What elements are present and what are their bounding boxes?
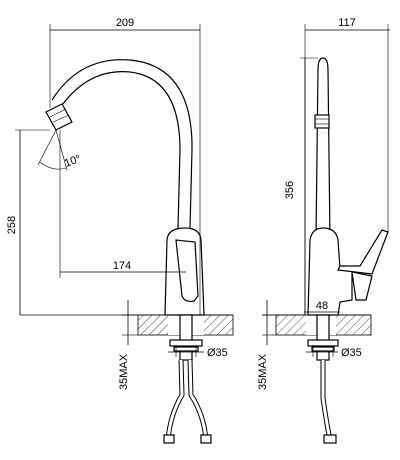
front-lever-handle bbox=[175, 239, 199, 303]
dim-hole-side: Ø35 bbox=[341, 347, 362, 359]
dim-total-height: 356 bbox=[284, 181, 296, 199]
side-shank bbox=[316, 314, 330, 361]
dim-reach: 174 bbox=[113, 260, 131, 272]
side-hose-nut bbox=[323, 434, 337, 444]
dim-max-thickness-side: 35MAX bbox=[257, 353, 269, 390]
side-view: 117 356 48 Ø35 35MAX bbox=[257, 17, 390, 444]
dim-hole-front: Ø35 bbox=[207, 347, 228, 359]
front-aerator bbox=[45, 103, 73, 131]
front-spout-outer bbox=[59, 71, 181, 229]
front-hose-nut-left bbox=[163, 434, 175, 444]
side-aerator bbox=[314, 114, 330, 129]
front-view: 209 258 174 10° Ø35 35MAX bbox=[6, 17, 234, 444]
side-lever-handle bbox=[337, 229, 389, 275]
side-faucet-body bbox=[307, 227, 353, 316]
dim-side-width: 117 bbox=[338, 17, 356, 29]
dim-max-thickness-front: 35MAX bbox=[118, 353, 130, 390]
dim-spout-height: 258 bbox=[6, 216, 18, 234]
front-hose-nut-right bbox=[200, 434, 212, 444]
side-spout-tube bbox=[315, 57, 331, 241]
dim-front-width: 209 bbox=[116, 17, 134, 29]
dim-base-depth: 48 bbox=[316, 300, 328, 312]
dim-angle: 10° bbox=[63, 153, 83, 170]
front-spout-inner bbox=[51, 59, 193, 229]
front-shank bbox=[179, 314, 193, 361]
